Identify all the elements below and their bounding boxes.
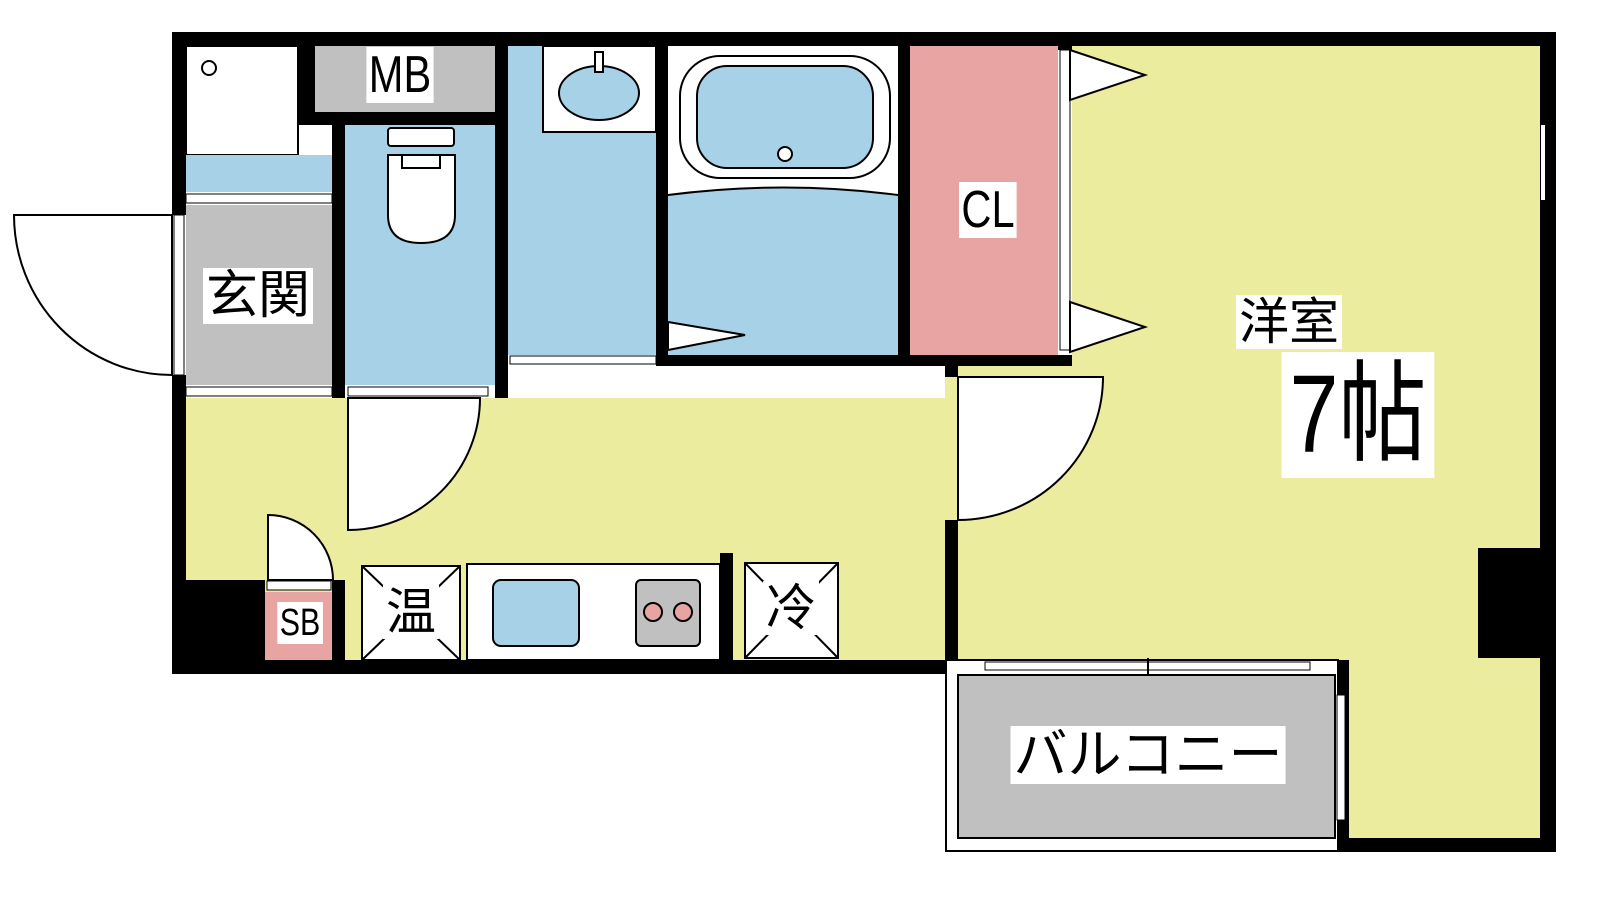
balcony-label: バルコニー xyxy=(1010,726,1286,784)
kitchen-sink xyxy=(492,579,580,647)
drain-icon xyxy=(201,60,217,76)
meter-box-label: MB xyxy=(366,47,434,103)
western-room-label: 洋室 xyxy=(1236,295,1342,349)
stove xyxy=(635,579,701,647)
shoebox-door-swing xyxy=(267,513,335,581)
water-heater-label: 温 xyxy=(383,585,439,639)
burner-icon xyxy=(673,602,693,622)
room-door-swing xyxy=(957,376,1105,522)
closet-label: CL xyxy=(959,182,1017,238)
entrance-label: 玄関 xyxy=(202,268,314,324)
shoe-box-label: SB xyxy=(277,602,323,644)
entrance-door-swing xyxy=(12,214,173,377)
western-room-size: 7帖 xyxy=(1281,352,1435,478)
burner-icon xyxy=(643,602,663,622)
toilet-door-swing xyxy=(347,397,482,532)
refrigerator-label: 冷 xyxy=(763,581,819,635)
toilet-icon xyxy=(387,127,456,245)
walls xyxy=(172,32,1556,852)
storage-white xyxy=(185,45,299,156)
